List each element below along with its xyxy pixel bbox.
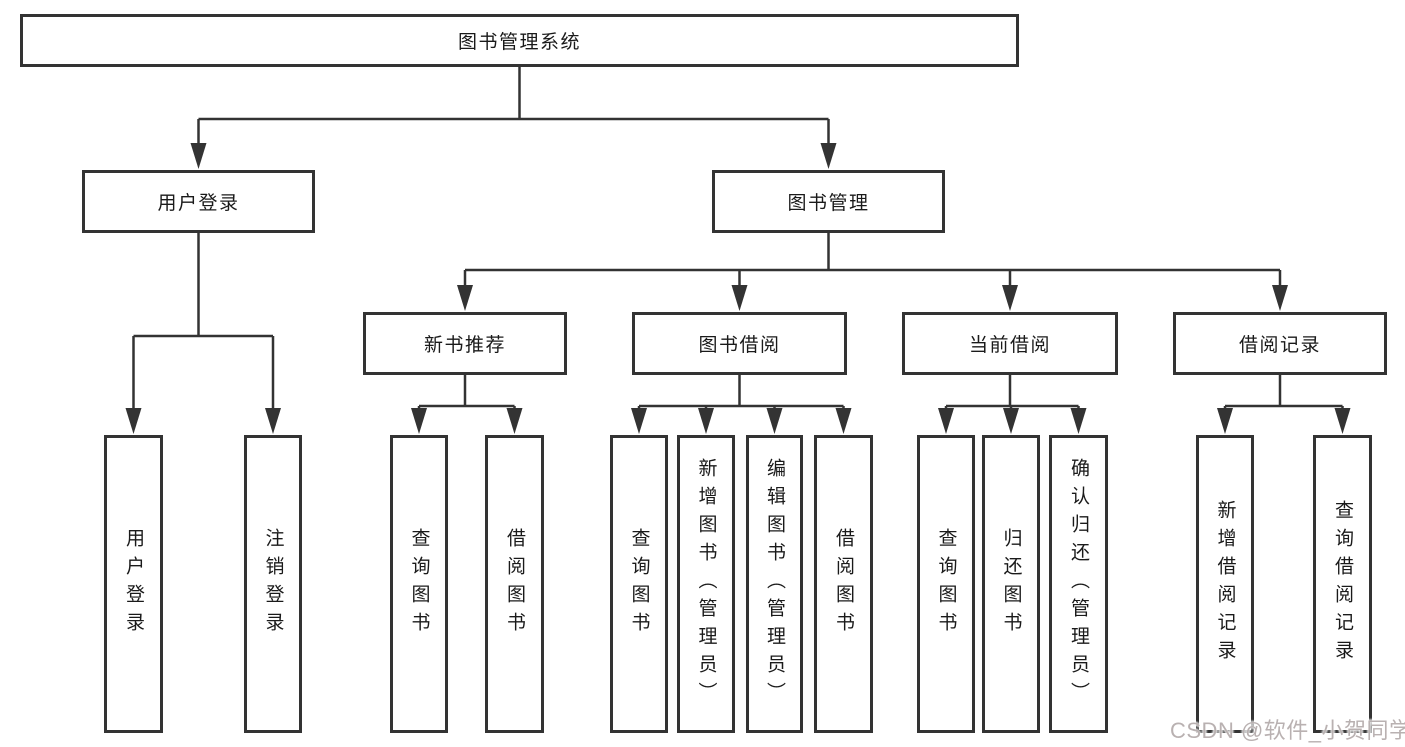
- node-leaf-borrow-books-recommend: 借阅图书: [485, 435, 544, 733]
- node-leaf-query-books-current: 查询图书: [917, 435, 975, 733]
- arrowhead: [766, 408, 783, 434]
- node-leaf-user-login: 用户登录: [104, 435, 163, 733]
- node-leaf-query-books-borrow: 查询图书: [610, 435, 668, 733]
- node-leaf-query-borrow-record: 查询借阅记录: [1313, 435, 1372, 733]
- connector-line: [197, 67, 830, 145]
- arrowhead: [506, 408, 523, 434]
- connector-current-borrowing: [938, 375, 1087, 434]
- connector-new-book-recommendation: [411, 375, 523, 434]
- arrowhead: [411, 408, 427, 434]
- node-leaf-borrow-books: 借阅图书: [814, 435, 873, 733]
- arrowhead: [731, 285, 748, 311]
- node-new-book-recommendation: 新书推荐: [363, 312, 567, 375]
- connector-book-management: [457, 233, 1288, 311]
- connector-user-login: [125, 233, 281, 434]
- node-current-borrowing: 当前借阅: [902, 312, 1118, 375]
- arrowhead: [1334, 408, 1351, 434]
- node-leaf-return-book: 归还图书: [982, 435, 1040, 733]
- arrowhead: [835, 408, 852, 434]
- watermark-text: CSDN @软件_小贺同学: [1170, 718, 1405, 743]
- arrowhead: [1217, 408, 1233, 434]
- connector-line: [1223, 375, 1344, 410]
- connector-book-borrowing: [631, 375, 852, 434]
- arrowhead: [1002, 285, 1018, 311]
- node-leaf-add-book-admin: 新增图书（管理员）: [677, 435, 735, 733]
- connector-root: [190, 67, 837, 169]
- arrowhead: [820, 143, 837, 169]
- node-user-login: 用户登录: [82, 170, 315, 233]
- arrowhead: [631, 408, 647, 434]
- connector-line: [132, 233, 275, 410]
- node-leaf-edit-book-admin: 编辑图书（管理员）: [746, 435, 803, 733]
- arrowhead: [190, 143, 207, 169]
- arrowhead: [938, 408, 954, 434]
- node-book-borrowing: 图书借阅: [632, 312, 847, 375]
- node-book-management: 图书管理: [712, 170, 945, 233]
- arrowhead: [1003, 408, 1019, 434]
- arrowhead: [125, 408, 142, 434]
- node-leaf-logout: 注销登录: [244, 435, 302, 733]
- node-leaf-confirm-return-admin: 确认归还（管理员）: [1049, 435, 1108, 733]
- arrowhead: [457, 285, 473, 311]
- connector-line: [944, 375, 1080, 410]
- node-book-management-system: 图书管理系统: [20, 14, 1019, 67]
- connector-line: [417, 375, 516, 410]
- connector-line: [637, 375, 845, 410]
- connector-line: [463, 233, 1282, 287]
- node-leaf-query-books-recommend: 查询图书: [390, 435, 448, 733]
- node-leaf-add-borrow-record: 新增借阅记录: [1196, 435, 1254, 733]
- arrowhead: [265, 408, 281, 434]
- node-borrowing-records: 借阅记录: [1173, 312, 1387, 375]
- arrowhead: [1070, 408, 1087, 434]
- connector-borrowing-records: [1217, 375, 1351, 434]
- arrowhead: [1272, 285, 1288, 311]
- arrowhead: [698, 408, 714, 434]
